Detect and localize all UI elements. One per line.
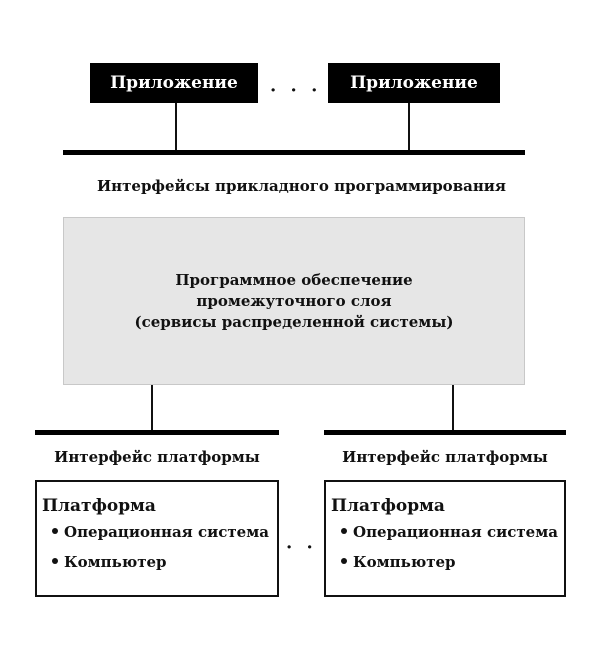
- platform-interface-label-right: Интерфейс платформы: [342, 448, 548, 466]
- middleware-connector-right: [452, 385, 454, 431]
- platform-bus-line-left: [35, 430, 279, 435]
- middleware-line-2: промежуточного слоя: [196, 291, 392, 310]
- platform-bus-line-right: [324, 430, 566, 435]
- middleware-line-1: Программное обеспечение: [175, 270, 413, 289]
- platform-item-label: Операционная система: [64, 523, 269, 541]
- platform-interface-label-left: Интерфейс платформы: [54, 448, 260, 466]
- api-bus-line: [63, 150, 525, 155]
- platform-title-left: Платформа: [42, 496, 156, 516]
- platform-item-label: Операционная система: [353, 523, 558, 541]
- application-label-left: Приложение: [110, 73, 238, 93]
- platform-box-right: Платформа Операционная система Компьютер: [324, 480, 566, 597]
- application-box-right: Приложение: [328, 63, 500, 103]
- bullet-icon: [341, 528, 347, 534]
- middleware-line-3: (сервисы распределенной системы): [134, 312, 454, 331]
- bullet-icon: [52, 558, 58, 564]
- platform-item-label: Компьютер: [64, 553, 167, 571]
- platform-item-os-left: Операционная система: [52, 523, 277, 541]
- platform-item-os-right: Операционная система: [341, 523, 564, 541]
- application-connector-right: [408, 103, 410, 151]
- platform-box-left: Платформа Операционная система Компьютер: [35, 480, 279, 597]
- application-connector-left: [175, 103, 177, 151]
- bullet-icon: [341, 558, 347, 564]
- platform-item-label: Компьютер: [353, 553, 456, 571]
- platform-item-computer-right: Компьютер: [341, 553, 564, 571]
- bullet-icon: [52, 528, 58, 534]
- platform-item-computer-left: Компьютер: [52, 553, 277, 571]
- api-layer-label: Интерфейсы прикладного программирования: [96, 177, 507, 195]
- middleware-connector-left: [151, 385, 153, 431]
- application-box-left: Приложение: [90, 63, 258, 103]
- platform-title-right: Платформа: [331, 496, 445, 516]
- middleware-box: Программное обеспечение промежуточного с…: [63, 217, 525, 385]
- platforms-ellipsis: · · ·: [286, 537, 338, 558]
- applications-ellipsis: · · ·: [270, 80, 322, 101]
- application-label-right: Приложение: [350, 73, 478, 93]
